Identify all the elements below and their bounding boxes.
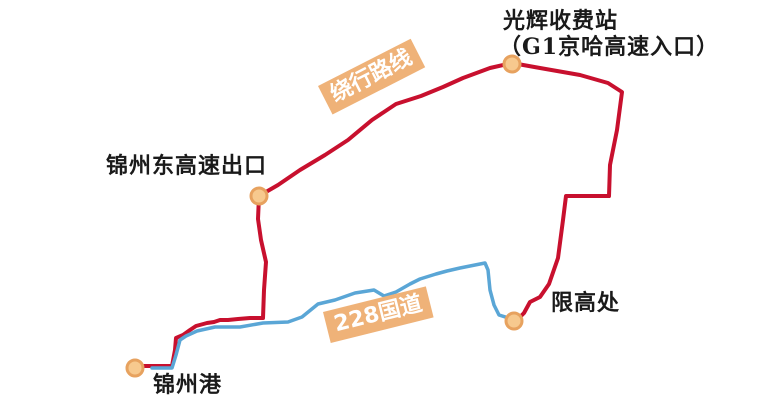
height-limit-node[interactable] bbox=[504, 311, 524, 331]
toll-station-note: （G1京哈高速入口） bbox=[499, 34, 720, 60]
national-road-228-line bbox=[150, 261, 517, 370]
jinzhou-port-node[interactable] bbox=[125, 358, 145, 378]
detour-route-line bbox=[138, 61, 624, 368]
jinzhou-east-exit-label: 锦州东高速出口 bbox=[106, 153, 268, 179]
toll-station-node[interactable] bbox=[502, 54, 522, 74]
toll-station-label: 光辉收费站 bbox=[503, 8, 619, 34]
height-limit-label: 限高处 bbox=[551, 290, 621, 316]
jinzhou-east-exit-node[interactable] bbox=[249, 186, 269, 206]
jinzhou-port-label: 锦州港 bbox=[153, 372, 223, 398]
